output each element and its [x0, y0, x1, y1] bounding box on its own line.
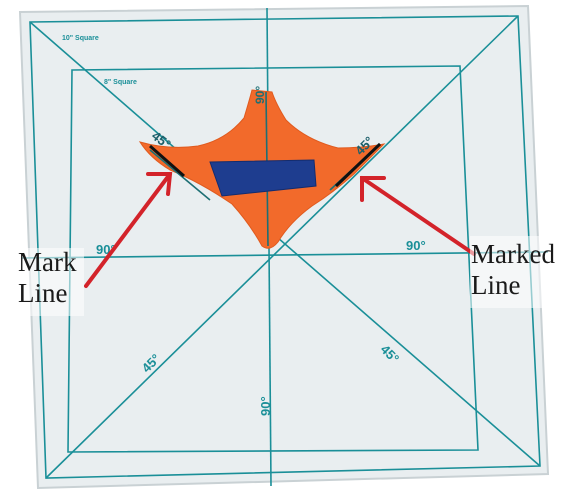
right-arrow-head: [360, 176, 386, 202]
mark-line-left: [149, 144, 185, 178]
left-arrow-head: [146, 172, 173, 196]
marked-line-right: [334, 142, 382, 188]
callout-mark-line-word1: Mark: [18, 247, 77, 277]
diagonal-line-b: [45, 15, 519, 479]
eight-inch-square-outline: [67, 65, 479, 453]
callout-mark-line-word2: Line: [18, 278, 68, 308]
blue-tape: [209, 159, 317, 197]
callout-marked-line-word1: Marked: [471, 239, 555, 269]
ten-inch-square-label: 10" Square: [62, 35, 99, 42]
right-arrow-shaft: [360, 176, 476, 256]
callout-mark-line: Mark Line: [18, 247, 76, 309]
left-caption-backdrop: [14, 248, 84, 316]
right-caption-backdrop: [470, 236, 570, 308]
angle-label-90-bottom: 90°: [258, 396, 273, 416]
callout-marked-line: Marked Line: [471, 239, 555, 301]
angle-label-top: 90°: [253, 86, 267, 104]
eight-inch-square-label: 8" Square: [104, 79, 137, 86]
square-ruler: [18, 4, 550, 490]
left-arrow-shaft: [84, 172, 172, 288]
angle-label-90-right: 90°: [406, 238, 426, 253]
callout-marked-line-word2: Line: [471, 270, 521, 300]
